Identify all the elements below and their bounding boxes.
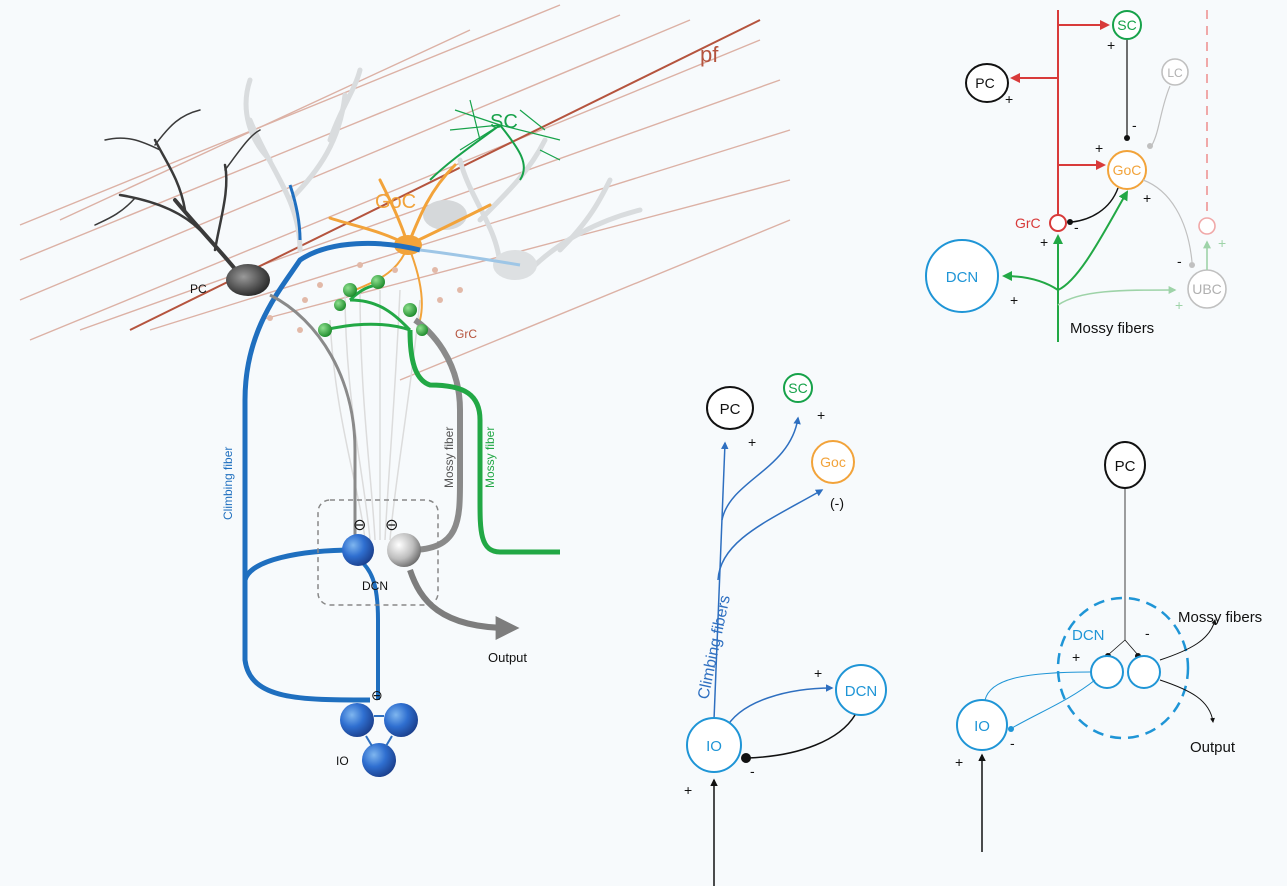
sign-dcn-minus-nuclear: - bbox=[1145, 625, 1150, 641]
inhibition-symbol-1: ⊖ bbox=[353, 517, 366, 534]
node-dcn-left bbox=[1090, 655, 1124, 689]
dcn-dashed-ellipse bbox=[1056, 596, 1190, 740]
label-pc-nuclear: PC bbox=[1115, 458, 1136, 475]
label-sc-anatomy: SC bbox=[490, 111, 518, 133]
io-neuron-1 bbox=[340, 703, 374, 737]
label-dcn-anatomy: DCN bbox=[362, 579, 388, 593]
nuclear-circuit: PC DCN + - Mossy fibers Output IO - + bbox=[955, 441, 1262, 852]
node-io-nuclear bbox=[956, 699, 1008, 751]
node-goc-cortex bbox=[1107, 150, 1147, 190]
label-goc-anatomy: GoC bbox=[375, 191, 416, 213]
sign-io-plus-nuclear: + bbox=[955, 754, 963, 770]
node-lc bbox=[1161, 58, 1189, 86]
sign-dcn-plus: + bbox=[1010, 292, 1018, 308]
label-dcn-cortex: DCN bbox=[946, 269, 979, 286]
label-grc-anatomy: GrC bbox=[455, 327, 477, 341]
node-pc-nuclear bbox=[1104, 441, 1146, 489]
anatomical-drawing: pf PC bbox=[19, 4, 791, 777]
climbing-fiber-upper bbox=[288, 184, 302, 241]
sign-ubc-plus: + bbox=[1175, 297, 1183, 313]
node-pc-climbing bbox=[706, 386, 754, 430]
node-dcn-climbing bbox=[835, 664, 887, 716]
label-grc-cortex: GrC bbox=[1015, 215, 1041, 231]
dcn-dashed-box bbox=[317, 499, 439, 606]
purkinje-cell bbox=[94, 109, 261, 277]
label-climbing-fiber: Climbing fiber bbox=[221, 447, 235, 520]
sign-lc-minus: - bbox=[1132, 117, 1137, 133]
label-pf: pf bbox=[700, 42, 719, 67]
output-arrow bbox=[407, 569, 520, 640]
glomeruli bbox=[318, 275, 428, 337]
label-pc-climbing: PC bbox=[720, 401, 741, 418]
node-dcn-cortex bbox=[925, 239, 999, 313]
label-goc-cortex: GoC bbox=[1113, 162, 1142, 178]
inhibition-symbol-3: ⊖ bbox=[371, 687, 383, 703]
node-grc-cortex bbox=[1049, 214, 1067, 232]
label-dcn-nuclear: DCN bbox=[1072, 627, 1105, 644]
cortex-circuit: SC + - PC + LC GoC + + GrC - + DCN bbox=[925, 10, 1227, 342]
label-pc-anatomy: PC bbox=[190, 282, 207, 296]
label-mossy-fibers-nuclear: Mossy fibers bbox=[1178, 609, 1262, 626]
climbing-fiber-path bbox=[242, 240, 421, 703]
io-gap-junctions bbox=[365, 715, 393, 747]
label-mossy-fiber-gray: Mossy fiber bbox=[442, 427, 456, 488]
node-sc-cortex bbox=[1112, 10, 1142, 40]
label-io-climbing: IO bbox=[706, 738, 722, 755]
ghost-soma-1 bbox=[423, 200, 467, 230]
sign-sc-plus: + bbox=[1107, 37, 1115, 53]
node-sc-climbing bbox=[783, 373, 813, 403]
label-climbing-fibers: Climbing fibers bbox=[695, 594, 734, 701]
node-ubc-grc bbox=[1198, 217, 1216, 235]
label-sc-cortex: SC bbox=[1117, 17, 1136, 33]
io-neuron-2 bbox=[384, 703, 418, 737]
sign-goc-minus-climbing: (-) bbox=[830, 495, 844, 511]
label-pc-cortex: PC bbox=[975, 75, 994, 91]
sign-grc-plus: + bbox=[1040, 234, 1048, 250]
node-pc-cortex bbox=[965, 63, 1009, 103]
label-io-anatomy: IO bbox=[336, 754, 349, 768]
label-output-anatomy: Output bbox=[488, 650, 527, 665]
purkinje-soma bbox=[226, 264, 270, 296]
label-mossy-fiber-green: Mossy fiber bbox=[483, 427, 497, 488]
stellate-cell bbox=[429, 99, 561, 181]
climbing-fiber-pale bbox=[419, 248, 521, 267]
io-neuron-3 bbox=[362, 743, 396, 777]
node-io-climbing bbox=[686, 717, 742, 773]
sign-grc-minus: - bbox=[1074, 219, 1079, 235]
label-ubc: UBC bbox=[1192, 281, 1222, 297]
green-mossy-fiber bbox=[407, 329, 560, 555]
label-dcn-climbing: DCN bbox=[845, 683, 878, 700]
sign-io-plus-climbing: + bbox=[684, 782, 692, 798]
sign-io-minus-nuclear: - bbox=[1010, 735, 1015, 751]
sign-dcn-plus-nuclear: + bbox=[1072, 649, 1080, 665]
granule-cells bbox=[267, 262, 463, 333]
sign-pc-plus: + bbox=[1005, 91, 1013, 107]
sign-goc-plus-left: + bbox=[1095, 140, 1103, 156]
label-io-nuclear: IO bbox=[974, 718, 990, 735]
inhibition-symbol-2: ⊖ bbox=[385, 517, 398, 534]
label-goc-climbing: Goc bbox=[820, 454, 846, 470]
gray-mossy-axon bbox=[269, 293, 357, 540]
node-dcn-right bbox=[1127, 655, 1161, 689]
dcn-blue-neuron bbox=[342, 534, 374, 566]
label-mossy-fibers-cortex: Mossy fibers bbox=[1070, 320, 1154, 337]
node-goc-climbing bbox=[811, 440, 855, 484]
sign-io-minus-climbing: - bbox=[750, 763, 755, 779]
climbing-fiber-branch bbox=[242, 547, 356, 600]
sign-goc-plus-right: + bbox=[1143, 190, 1151, 206]
label-output-nuclear: Output bbox=[1190, 739, 1236, 756]
sign-sc-plus-climbing: + bbox=[817, 407, 825, 423]
sign-ubc-minus: - bbox=[1177, 253, 1182, 269]
sign-pc-plus-climbing: + bbox=[748, 434, 756, 450]
sign-top-plus: + bbox=[1218, 235, 1226, 251]
label-lc: LC bbox=[1167, 66, 1183, 80]
label-sc-climbing: SC bbox=[788, 380, 807, 396]
gray-mossy-fiber bbox=[409, 317, 463, 553]
sign-dcn-plus-climbing: + bbox=[814, 665, 822, 681]
climbing-circuit: PC + SC + Goc (-) Climbing fibers DCN + … bbox=[684, 373, 887, 886]
dcn-gray-neuron bbox=[387, 533, 421, 567]
